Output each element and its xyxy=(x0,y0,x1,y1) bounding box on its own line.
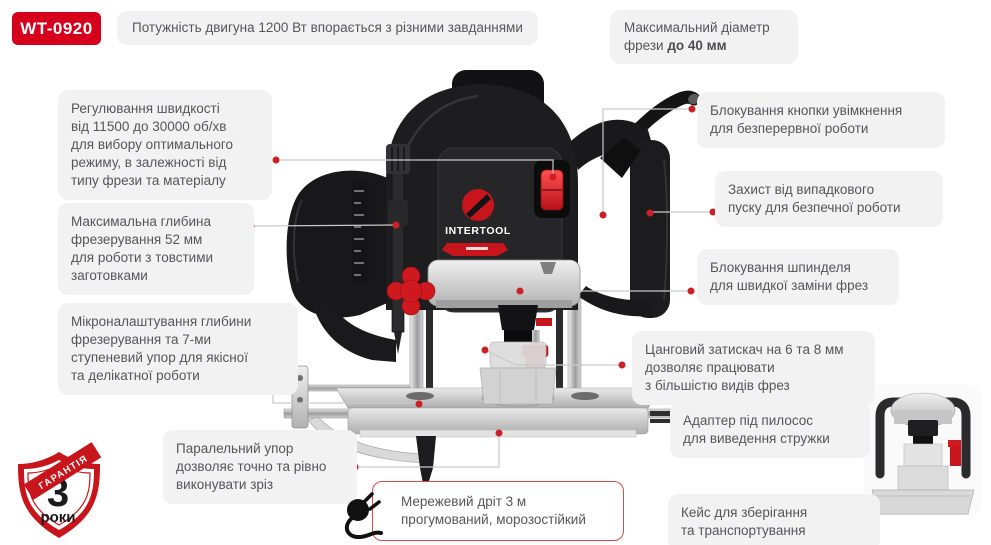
callout-lines xyxy=(250,108,711,468)
power-switch xyxy=(534,160,570,218)
callout-max-depth: Максимальна глибина фрезерування 52 мм д… xyxy=(58,203,254,296)
stop-rod-right xyxy=(556,300,563,400)
power-plug-icon xyxy=(344,492,383,540)
thumb-collet xyxy=(908,420,938,436)
stop-rod-left xyxy=(426,300,433,400)
motor-collar xyxy=(427,259,581,308)
motor-housing: INTERTOOL xyxy=(386,70,578,313)
brand-logo: INTERTOOL xyxy=(442,189,511,256)
max-diameter-value: до 40 мм xyxy=(667,38,727,54)
callout-spindle-lock: Блокування шпинделя для швидкої заміни ф… xyxy=(697,249,899,306)
callout-vacuum-adapter: Адаптер під пилосос для виведення стружк… xyxy=(670,402,870,459)
callout-max-diameter: Максимальний діаметр фрези до 40 мм xyxy=(610,10,798,65)
callout-motor-power: Потужність двигуна 1200 Вт впорається з … xyxy=(117,11,538,46)
thumb-base xyxy=(871,489,975,515)
warranty-badge: 3 роки ГАРАНТІЯ xyxy=(18,442,102,538)
callout-fine-adjust: Мікроналаштування глибини фрезерування т… xyxy=(58,303,298,396)
cable-boot xyxy=(600,138,641,178)
clamp-cross-knob xyxy=(386,266,436,316)
right-handle xyxy=(570,119,670,318)
thumb-red-lever xyxy=(948,440,961,447)
callout-speed-control: Регулювання швидкості від 11500 до 30000… xyxy=(58,90,272,201)
model-badge: WT-0920 xyxy=(12,12,101,45)
chip-deflector xyxy=(416,436,436,494)
callout-storage-case: Кейс для зберігання та транспортування xyxy=(668,494,880,545)
warranty-unit: роки xyxy=(40,509,75,526)
callout-lock-on-button: Блокування кнопки увімкнення для безпере… xyxy=(697,92,945,149)
max-diameter-prefix: фрези xyxy=(624,38,668,54)
callout-collet-clamp: Цанговий затискач на 6 та 8 мм дозволяє … xyxy=(632,331,875,406)
max-diameter-line1: Максимальний діаметр xyxy=(624,20,770,35)
base-detail-thumbnail xyxy=(864,384,982,516)
brand-text: INTERTOOL xyxy=(445,225,511,237)
depth-scale xyxy=(352,183,369,283)
dust-shield-upper xyxy=(489,341,547,369)
callout-power-cord: Мережевий дріт 3 м прогумований, морозос… xyxy=(372,481,624,542)
dust-shield-cup xyxy=(479,367,557,405)
callout-start-protection: Захист від випадкового пуску для безпечн… xyxy=(715,171,943,228)
left-handle xyxy=(286,170,396,362)
collet-chuck xyxy=(479,305,557,405)
callout-parallel-guide: Паралельний упор дозволяє точно та рівно… xyxy=(163,430,357,505)
